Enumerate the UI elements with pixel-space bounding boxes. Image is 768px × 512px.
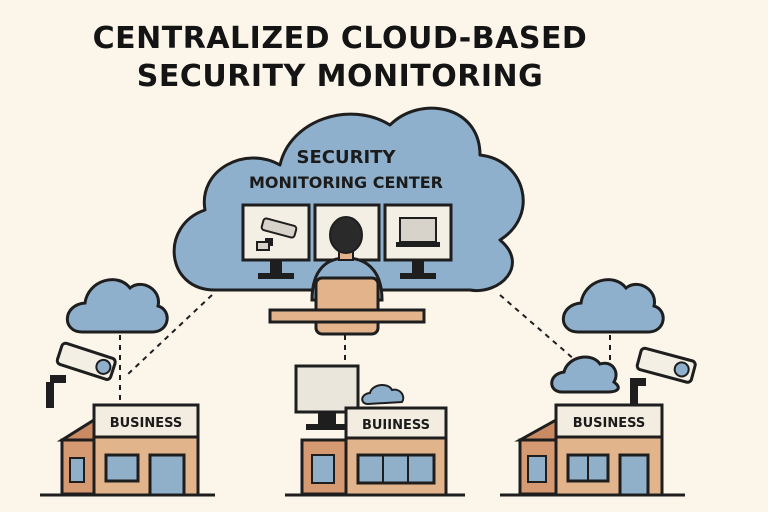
cloud-left [65, 278, 169, 334]
cloud-right-small [550, 355, 620, 394]
operator-chair [314, 276, 380, 336]
business-left-sign: BUSINESS [110, 416, 183, 431]
business-right-sign: BUSINESS [573, 416, 646, 431]
monitor-left [241, 203, 311, 279]
monitor-right [383, 203, 453, 279]
business-middle-sign: BUIINESS [362, 418, 430, 433]
connector-right [499, 294, 576, 361]
security-camera-left [46, 341, 117, 408]
title-line-2: SECURITY MONITORING [136, 59, 544, 94]
diagram-title: CENTRALIZED CLOUD-BASED SECURITY MONITOR… [60, 20, 620, 96]
security-camera-right [630, 346, 697, 410]
operator-desk [268, 308, 426, 324]
business-right: BUSINESS [500, 403, 685, 497]
center-label-line-2: MONITORING CENTER [249, 173, 443, 192]
business-middle: BUIINESS [285, 406, 465, 497]
business-computer [294, 364, 360, 430]
camera-icon [256, 217, 298, 251]
business-left: BUSINESS [40, 403, 215, 497]
cloud-middle-small [361, 384, 405, 406]
center-label-line-1: SECURITY [297, 147, 397, 168]
title-line-1: CENTRALIZED CLOUD-BASED [92, 21, 588, 56]
cloud-right [561, 278, 665, 334]
laptop-icon [396, 217, 440, 247]
